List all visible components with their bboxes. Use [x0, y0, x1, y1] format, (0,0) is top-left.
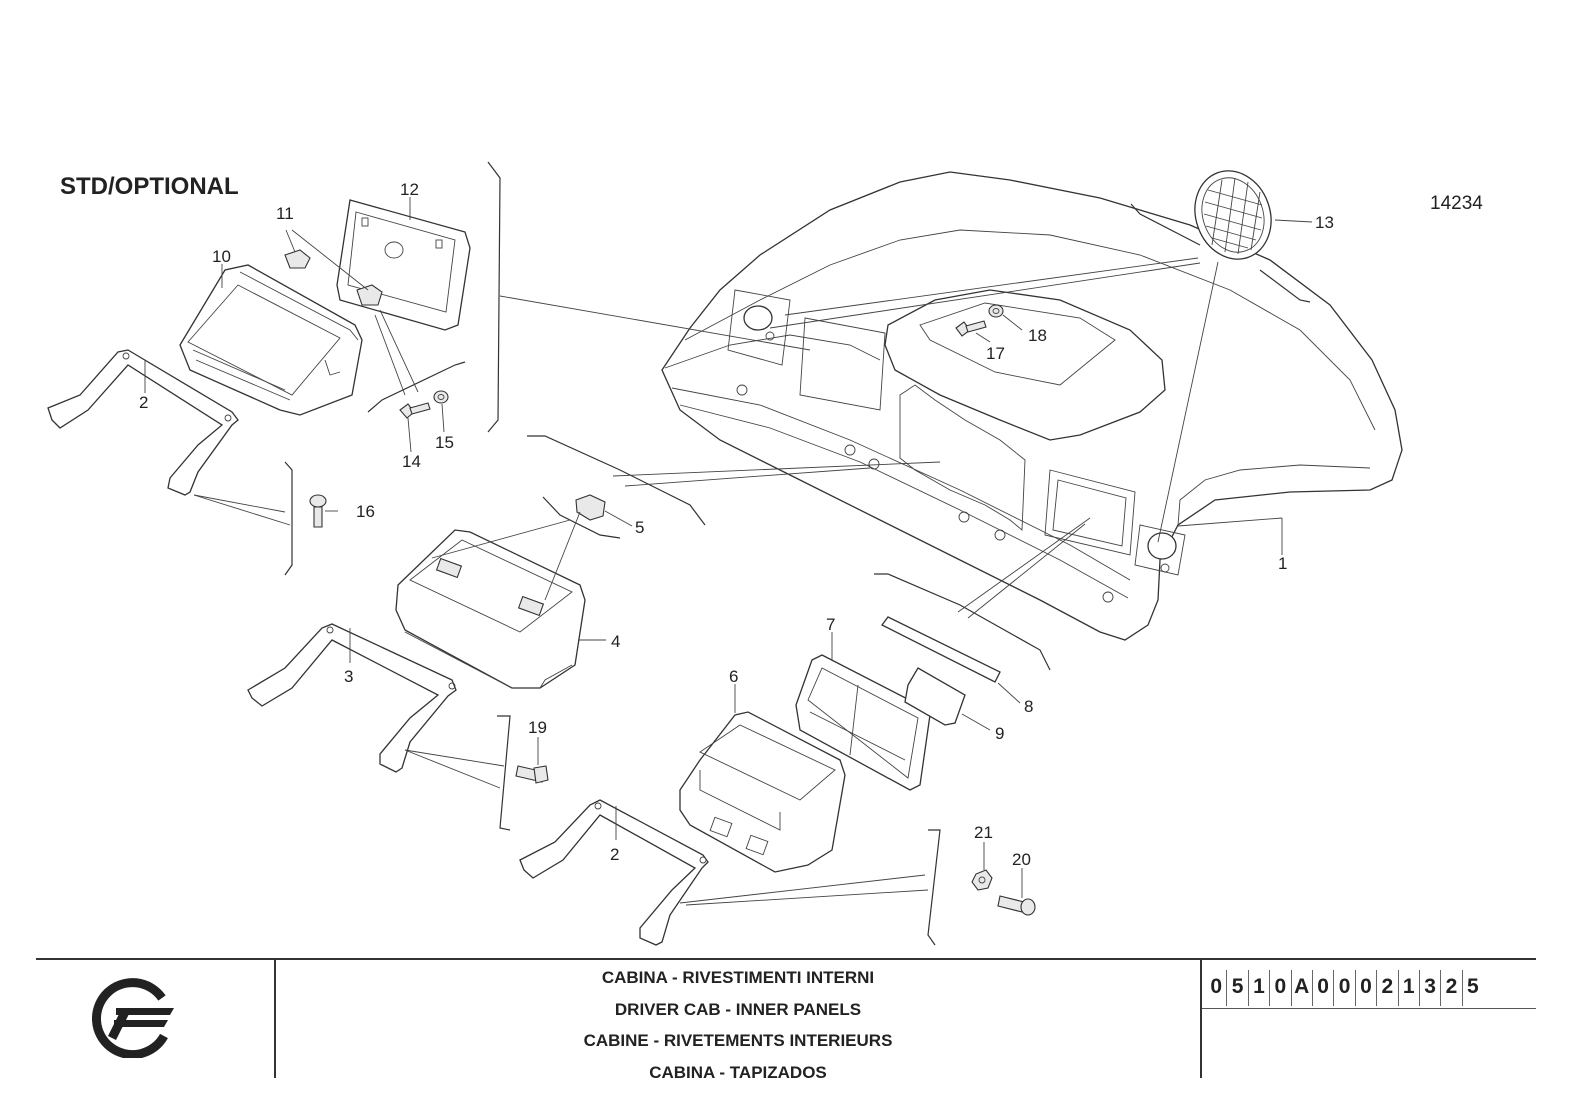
- leader-lines: [144, 197, 1313, 906]
- callout-2-upper: 2: [139, 393, 148, 412]
- latch-clip-part-11: [284, 249, 383, 306]
- title-italian: CABINA - RIVESTIMENTI INTERNI: [601, 968, 875, 987]
- screw-part-16: [309, 494, 327, 528]
- nut-part-18: [988, 304, 1004, 318]
- part-code-char: 0: [1356, 970, 1378, 1006]
- callout-8: 8: [1024, 697, 1033, 716]
- callout-5: 5: [635, 518, 644, 537]
- bracket-part-3: [247, 623, 457, 773]
- part-code-char: 2: [1377, 970, 1399, 1006]
- part-code-char: 5: [1227, 970, 1249, 1006]
- callout-18: 18: [1028, 326, 1047, 345]
- title-english: DRIVER CAB - INNER PANELS: [614, 999, 862, 1019]
- manufacturer-logo-icon: [92, 978, 174, 1058]
- part-code-char: 0: [1206, 970, 1228, 1006]
- callout-12: 12: [400, 180, 419, 199]
- part-code-char: 1: [1249, 970, 1271, 1006]
- variant-label: STD/OPTIONAL: [60, 173, 239, 200]
- part-code-char: 5: [1467, 975, 1479, 998]
- part-code-underline: [1202, 1008, 1536, 1009]
- bracket-part-2-lower: [519, 799, 709, 946]
- nut-part-21: [971, 869, 993, 891]
- callout-14: 14: [402, 452, 421, 471]
- part-code-char: 0: [1270, 970, 1292, 1006]
- storage-tray-part-4: [395, 529, 586, 689]
- callout-10: 10: [212, 247, 231, 266]
- callout-21: 21: [974, 823, 993, 842]
- bolt-part-20: [997, 895, 1036, 916]
- plate-part-9: [904, 667, 966, 726]
- storage-box-part-6: [679, 711, 846, 873]
- drawing-number: 14234: [1430, 193, 1483, 214]
- callout-15: 15: [435, 433, 454, 452]
- part-code-char: 3: [1420, 970, 1442, 1006]
- title-block: CABINA - RIVESTIMENTI INTERNI DRIVER CAB…: [36, 958, 1536, 1082]
- title-lines: CABINA - RIVESTIMENTI INTERNI DRIVER CAB…: [276, 966, 1200, 1092]
- callout-17: 17: [986, 344, 1005, 363]
- callout-19: 19: [528, 718, 547, 737]
- title-spanish: CABINA - TAPIZADOS: [649, 1062, 827, 1082]
- callout-1: 1: [1278, 554, 1287, 573]
- title-french: CABINE - RIVETEMENTS INTERIEURS: [583, 1031, 893, 1050]
- title-block-divider-right: [1200, 960, 1202, 1078]
- callout-13: 13: [1315, 213, 1334, 232]
- bolt-part-19: [515, 765, 549, 784]
- nut-part-15: [433, 390, 449, 404]
- part-code-char: 0: [1334, 970, 1356, 1006]
- bracket-part-2-upper: [47, 349, 239, 496]
- strip-part-8: [881, 616, 1001, 683]
- callout-labels: 1 2 2 3 4 5 6 7 8 9 10 11 12 13 14 15 16…: [139, 180, 1334, 869]
- callout-9: 9: [995, 724, 1004, 743]
- part-code-char: 0: [1313, 970, 1335, 1006]
- title-block-divider-left: [274, 960, 276, 1078]
- cap-part-5: [575, 494, 606, 521]
- part-code-char: A: [1292, 970, 1313, 1006]
- callout-11: 11: [276, 204, 294, 223]
- callout-16: 16: [356, 502, 375, 521]
- callout-7: 7: [826, 615, 835, 634]
- callout-3: 3: [344, 667, 353, 686]
- callout-20: 20: [1012, 850, 1031, 869]
- callout-4: 4: [611, 632, 620, 651]
- frame-panel-part-12: [336, 199, 471, 331]
- vent-grille-part-13: [1194, 170, 1272, 260]
- roof-panel-part-1: [661, 171, 1403, 641]
- part-code-char: 2: [1441, 970, 1463, 1006]
- callout-6: 6: [729, 667, 738, 686]
- title-block-top-rule: [36, 958, 1536, 960]
- screw-part-17: [955, 320, 987, 337]
- group-bracket-lines: [284, 161, 1311, 946]
- part-code-char: 1: [1399, 970, 1420, 1006]
- storage-box-part-10: [179, 264, 363, 416]
- screw-part-14: [399, 402, 431, 419]
- callout-2-lower: 2: [610, 845, 619, 864]
- part-code: 0 5 1 0 A 0 0 0 2 1 3 2 5: [1206, 970, 1483, 1006]
